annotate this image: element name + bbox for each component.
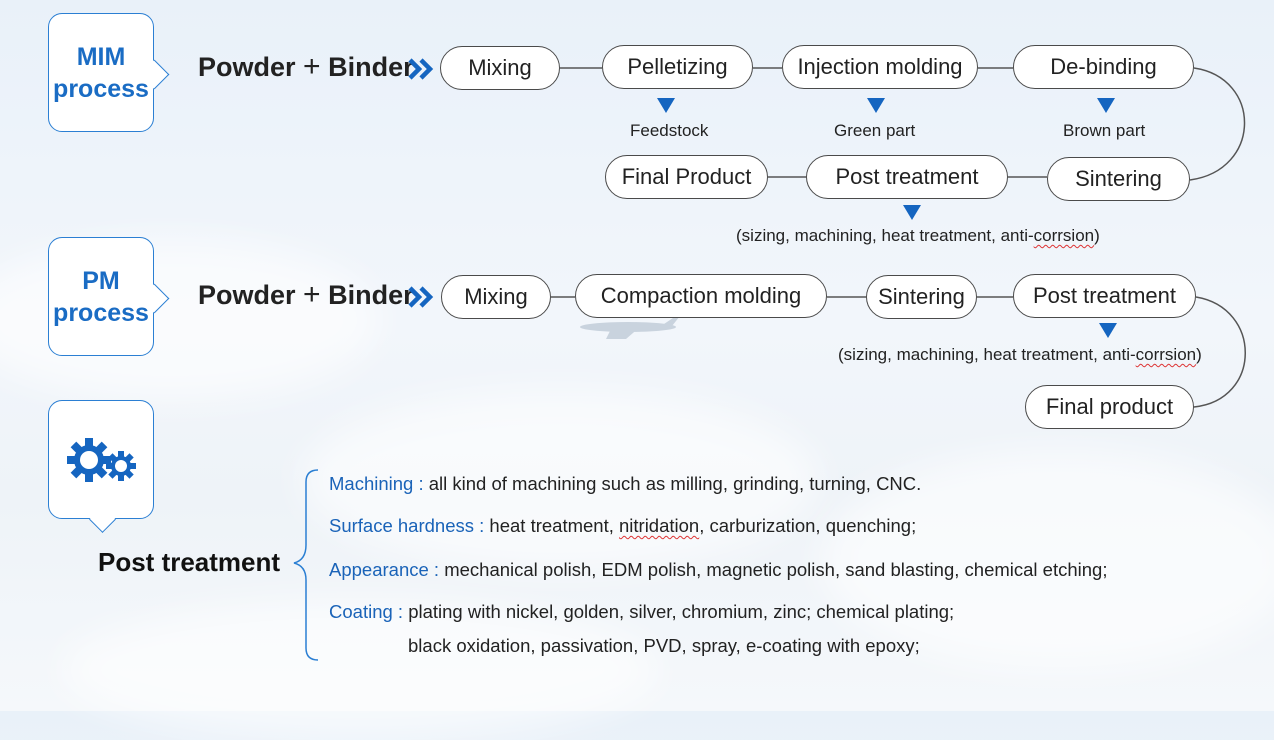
machining-row: Machining : all kind of machining such a… bbox=[329, 473, 921, 495]
bracket bbox=[293, 469, 319, 661]
note-feedstock: Feedstock bbox=[630, 121, 709, 140]
pm-step-post-treatment: Post treatment bbox=[1013, 274, 1196, 318]
pm-badge-line2: process bbox=[53, 298, 149, 327]
mim-badge: MIM process bbox=[48, 13, 170, 132]
pm-badge-line1: PM bbox=[82, 266, 120, 295]
mim-step-post-treatment: Post treatment bbox=[806, 155, 1008, 199]
appearance-text: mechanical polish, EDM polish, magnetic … bbox=[444, 559, 1108, 580]
down-arrow-icon bbox=[1097, 98, 1115, 113]
background-cloud bbox=[300, 390, 820, 570]
note-brown-part: Brown part bbox=[1063, 121, 1146, 140]
down-arrow-icon bbox=[867, 98, 885, 113]
background-cloud bbox=[820, 450, 1274, 670]
pm-powder-binder: Powder + Binder bbox=[198, 278, 414, 311]
surface-hardness-text: heat treatment, nitridation, carburizati… bbox=[489, 515, 917, 536]
coating-label: Coating : bbox=[329, 601, 404, 622]
surface-hardness-row: Surface hardness : heat treatment, nitri… bbox=[329, 515, 916, 537]
appearance-row: Appearance : mechanical polish, EDM poli… bbox=[329, 559, 1107, 581]
pm-step-mixing: Mixing bbox=[441, 275, 551, 319]
pm-step-sintering: Sintering bbox=[866, 275, 977, 319]
airplane-icon bbox=[580, 316, 680, 339]
pm-badge: PM process bbox=[48, 237, 170, 356]
mim-step-mixing: Mixing bbox=[440, 46, 560, 90]
post-treatment-badge bbox=[48, 400, 154, 533]
coating-text-line1: plating with nickel, golden, silver, chr… bbox=[408, 601, 955, 622]
note-pm-post-treatment: (sizing, machining, heat treatment, anti… bbox=[838, 345, 1202, 364]
pm-chevron-icon bbox=[408, 286, 434, 308]
appearance-label: Appearance : bbox=[329, 559, 440, 580]
mim-badge-line1: MIM bbox=[76, 42, 126, 71]
connector-lines bbox=[293, 67, 1246, 661]
gears-icon bbox=[67, 437, 136, 482]
mim-chevron-icon bbox=[408, 58, 434, 80]
surface-hardness-label: Surface hardness : bbox=[329, 515, 485, 536]
down-arrow-icon bbox=[903, 205, 921, 220]
down-arrow-icon bbox=[657, 98, 675, 113]
mim-step-injection-molding: Injection molding bbox=[782, 45, 978, 89]
coating-row: Coating : plating with nickel, golden, s… bbox=[329, 601, 954, 623]
note-mim-post-treatment: (sizing, machining, heat treatment, anti… bbox=[736, 226, 1100, 245]
post-treatment-title: Post treatment bbox=[98, 547, 281, 577]
mim-badge-line2: process bbox=[53, 74, 149, 103]
machining-label: Machining : bbox=[329, 473, 424, 494]
pm-step-final-product: Final product bbox=[1025, 385, 1194, 429]
mim-step-sintering: Sintering bbox=[1047, 157, 1190, 201]
down-arrow-icon bbox=[1099, 323, 1117, 338]
mim-powder-binder: Powder + Binder bbox=[198, 50, 414, 83]
mim-step-final-product: Final Product bbox=[605, 155, 768, 199]
note-green-part: Green part bbox=[834, 121, 916, 140]
coating-text-line2: black oxidation, passivation, PVD, spray… bbox=[408, 635, 920, 656]
pm-step-compaction-molding: Compaction molding bbox=[575, 274, 827, 318]
machining-text: all kind of machining such as milling, g… bbox=[428, 473, 922, 494]
mim-step-debinding: De-binding bbox=[1013, 45, 1194, 89]
mim-step-pelletizing: Pelletizing bbox=[602, 45, 753, 89]
